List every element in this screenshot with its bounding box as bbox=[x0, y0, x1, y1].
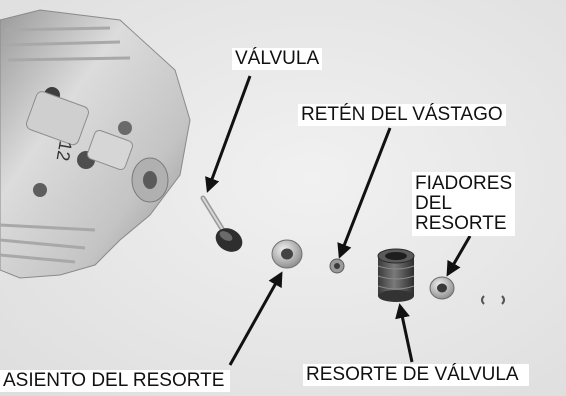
valve-spring-part bbox=[377, 248, 415, 302]
spring-seat-arrow bbox=[228, 271, 283, 366]
valve-part bbox=[200, 195, 243, 252]
label-fiadores-line-1: FIADORES bbox=[415, 173, 513, 194]
spring-seat-part bbox=[271, 239, 303, 269]
valve-arrow bbox=[205, 75, 252, 193]
stem-seal-arrow bbox=[337, 127, 392, 259]
valve-cotters-part bbox=[481, 295, 505, 305]
label-asiento-del-resorte: ASIENTO DEL RESORTE bbox=[0, 370, 231, 392]
head-marking: 12 bbox=[53, 139, 76, 162]
label-valvula: VÁLVULA bbox=[232, 48, 323, 70]
label-resorte-de-valvula: RESORTE DE VÁLVULA bbox=[303, 364, 529, 386]
label-fiadores-line-2: DEL bbox=[415, 193, 452, 214]
label-reten-del-vastago: RETÉN DEL VÁSTAGO bbox=[298, 104, 506, 126]
retainer-arrow bbox=[446, 235, 472, 277]
stem-seal-part bbox=[329, 258, 345, 274]
spring-retainer-part bbox=[429, 276, 455, 300]
label-fiadores-del-resorte: FIADORES DEL RESORTE bbox=[412, 172, 516, 236]
valve-spring-arrow bbox=[395, 303, 414, 363]
cylinder-head bbox=[0, 9, 191, 279]
label-fiadores-line-3: RESORTE bbox=[415, 213, 507, 234]
